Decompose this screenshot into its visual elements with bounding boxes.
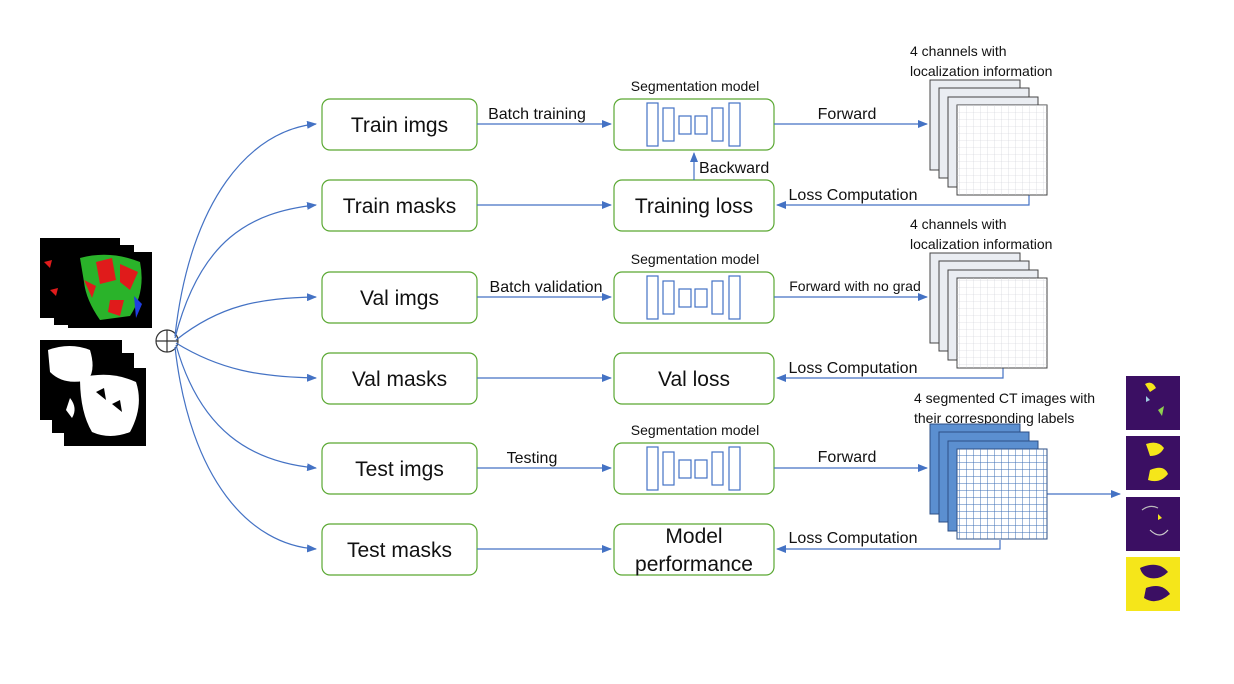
unet-icon (646, 275, 741, 320)
unet-icon (646, 446, 741, 491)
train-imgs-label: Train imgs (351, 114, 448, 137)
fanout-arrows (174, 120, 317, 553)
val-loss-label: Val loss (658, 368, 730, 391)
seg-result-1 (1126, 376, 1180, 430)
input-arrows (477, 120, 1121, 553)
loss-computation-label-1: Loss Computation (789, 187, 918, 204)
testing-label: Testing (507, 450, 558, 467)
model-performance-label-2: performance (635, 553, 753, 576)
backward-label: Backward (699, 160, 769, 177)
seg-result-2 (1126, 436, 1180, 490)
forward-label-3: Forward (818, 449, 877, 466)
test-imgs-box: Test imgs (321, 442, 478, 495)
loss-computation-label-3: Loss Computation (789, 530, 918, 547)
val-output-caption-2: localization information (910, 236, 1052, 252)
train-output-caption-1: 4 channels with (910, 43, 1007, 59)
test-output-caption-1: 4 segmented CT images with (914, 390, 1095, 406)
train-output-stack (929, 79, 1048, 196)
model-performance-label-1: Model (665, 525, 722, 548)
seg-result-4 (1126, 557, 1180, 611)
training-loss-label: Training loss (635, 195, 753, 218)
mask-stack-colored (40, 238, 152, 328)
val-imgs-label: Val imgs (360, 287, 439, 310)
test-imgs-label: Test imgs (355, 458, 444, 481)
val-imgs-box: Val imgs (321, 271, 478, 324)
train-masks-box: Train masks (321, 179, 478, 232)
unet-icon (646, 102, 741, 147)
forward-label-1: Forward (818, 106, 877, 123)
val-output-stack (929, 252, 1048, 369)
loss-computation-label-2: Loss Computation (789, 360, 918, 377)
seg-model-train-label: Segmentation model (631, 78, 759, 94)
test-output-caption-2: their corresponding labels (914, 410, 1074, 426)
train-output-caption-2: localization information (910, 63, 1052, 79)
batch-training-label: Batch training (488, 106, 586, 123)
segmented-ct-images (1126, 376, 1180, 611)
val-output-caption-1: 4 channels with (910, 216, 1007, 232)
seg-result-3 (1126, 497, 1180, 551)
test-output-stack (929, 423, 1048, 540)
val-masks-label: Val masks (352, 368, 447, 391)
test-masks-label: Test masks (347, 539, 452, 562)
training-loss-box: Training loss (613, 179, 775, 232)
split-node-icon (155, 329, 179, 353)
seg-model-val-label: Segmentation model (631, 251, 759, 267)
seg-model-train: Segmentation model (613, 78, 775, 151)
mask-stack-binary (40, 340, 146, 446)
test-masks-box: Test masks (321, 523, 478, 576)
train-masks-label: Train masks (343, 195, 457, 218)
model-performance-box: Model performance (613, 523, 775, 576)
forward-no-grad-label: Forward with no grad (789, 278, 921, 294)
train-imgs-box: Train imgs (321, 98, 478, 151)
seg-model-val: Segmentation model (613, 251, 775, 324)
seg-model-test: Segmentation model (613, 422, 775, 495)
seg-model-test-label: Segmentation model (631, 422, 759, 438)
val-loss-box: Val loss (613, 352, 775, 405)
batch-validation-label: Batch validation (490, 279, 603, 296)
val-masks-box: Val masks (321, 352, 478, 405)
